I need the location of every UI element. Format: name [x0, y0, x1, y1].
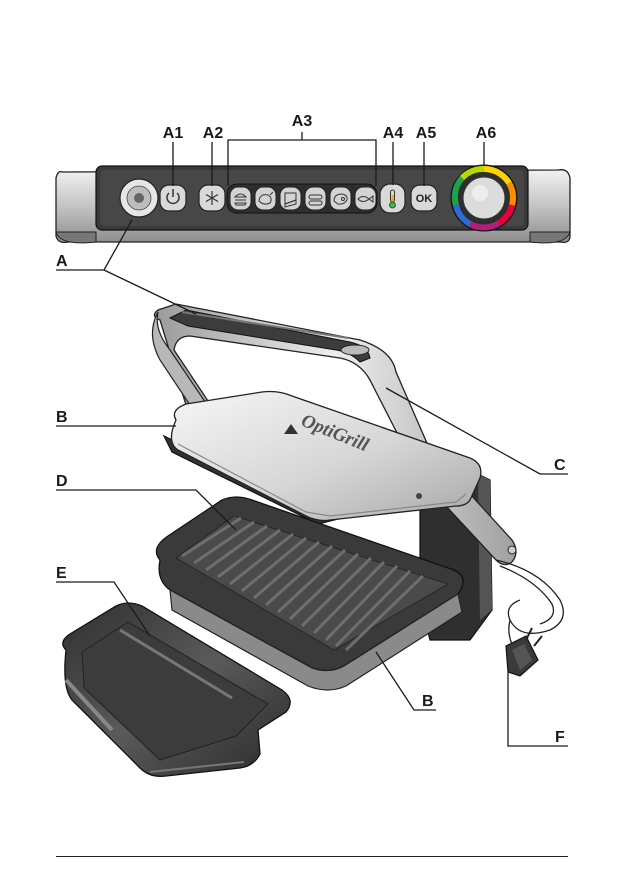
label-a6: A6	[476, 125, 497, 142]
manual-mode-button[interactable]	[380, 184, 405, 213]
power-plug	[506, 628, 542, 676]
label-d: D	[56, 473, 68, 490]
program-buttons	[227, 184, 377, 213]
label-b-bottom: B	[422, 693, 434, 710]
label-a: A	[56, 253, 68, 270]
cooking-level-indicator	[451, 165, 517, 231]
grill-appliance: OptiGrill	[63, 304, 564, 776]
power-button[interactable]	[160, 185, 186, 211]
ok-button-label: OK	[416, 193, 433, 205]
label-a4: A4	[383, 125, 404, 142]
program-button-poultry[interactable]	[255, 187, 276, 210]
label-c: C	[554, 457, 566, 474]
program-button-fish[interactable]	[355, 187, 376, 210]
ok-button[interactable]: OK	[411, 185, 437, 211]
control-panel: OK	[56, 165, 570, 243]
power-cord	[496, 560, 563, 652]
label-a3: A3	[292, 113, 313, 130]
label-a1: A1	[163, 125, 184, 142]
label-a2: A2	[203, 125, 224, 142]
frozen-button[interactable]	[199, 185, 225, 211]
program-button-burger[interactable]	[230, 187, 251, 210]
program-button-meat[interactable]	[330, 187, 351, 210]
footer-divider	[56, 856, 568, 857]
manual-mode-badge	[120, 179, 158, 217]
label-b-top: B	[56, 409, 68, 426]
label-f: F	[555, 729, 565, 746]
label-a5: A5	[416, 125, 437, 142]
label-e: E	[56, 565, 67, 582]
program-button-sausage[interactable]	[305, 187, 326, 210]
program-button-sandwich[interactable]	[280, 187, 301, 210]
